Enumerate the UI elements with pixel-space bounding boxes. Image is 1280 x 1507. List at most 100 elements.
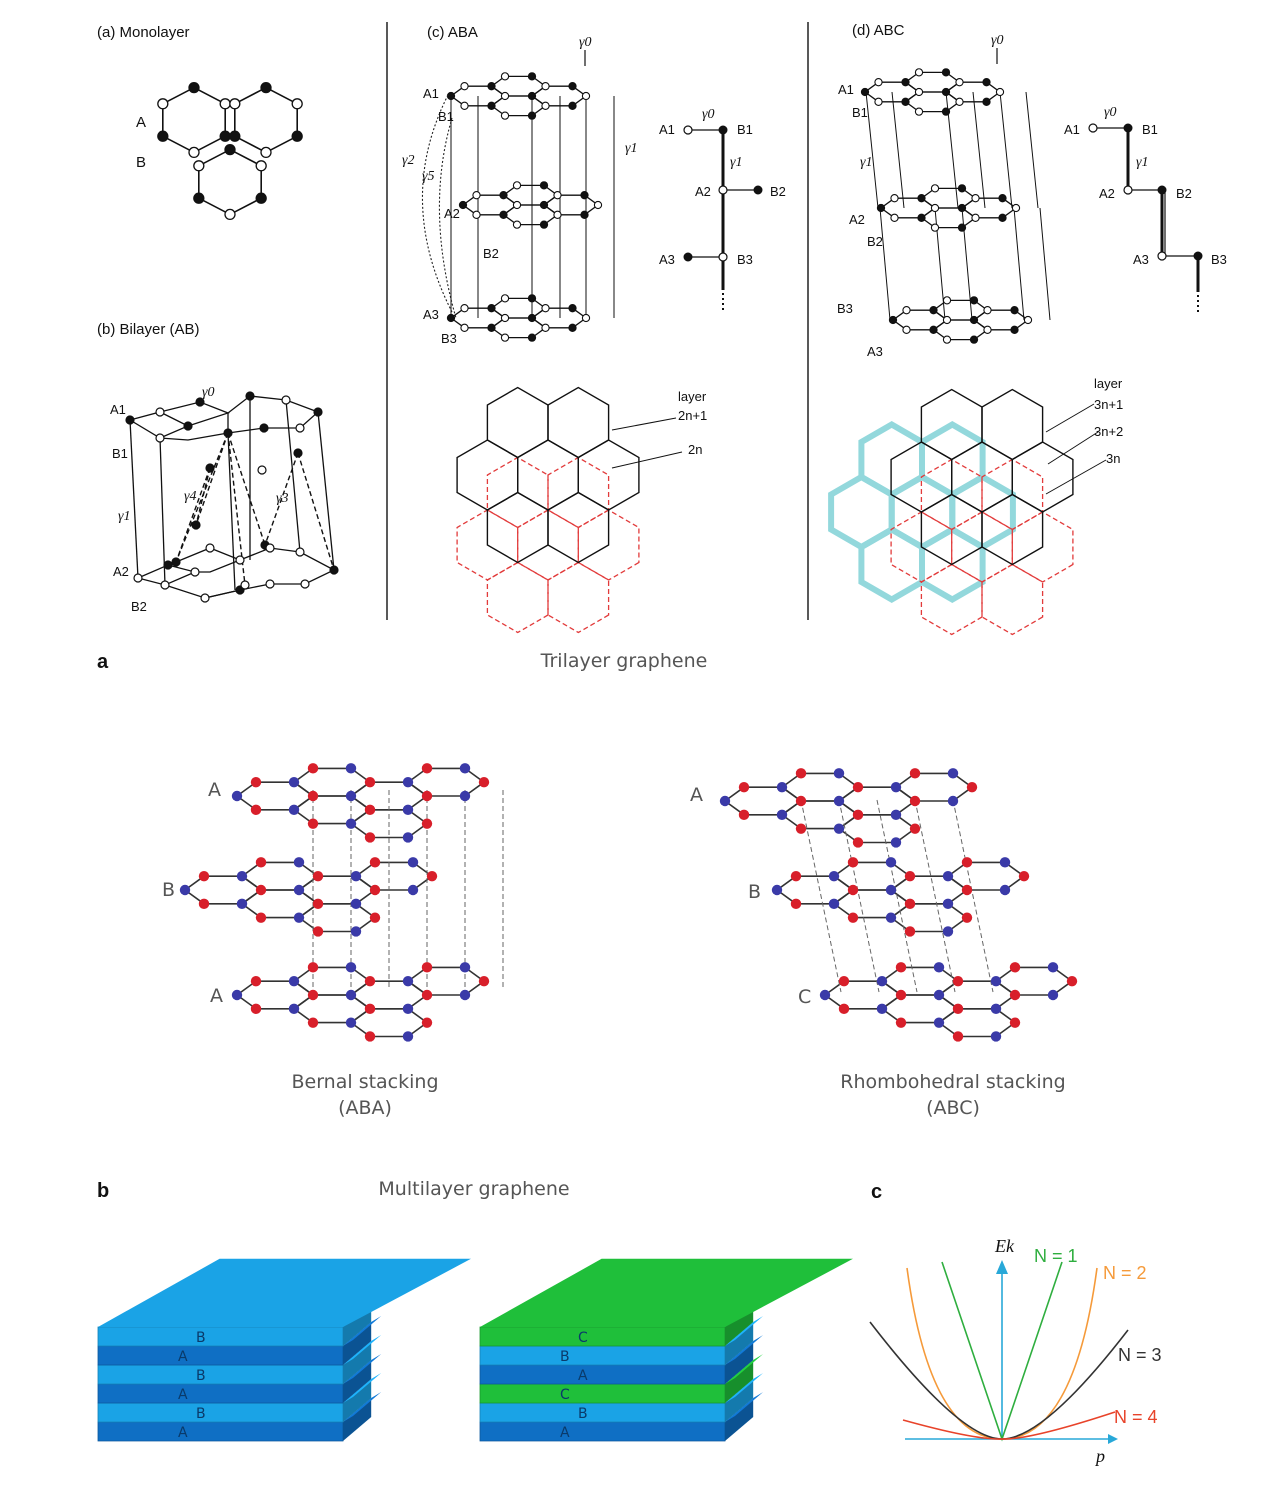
- graphene-atom: [312, 926, 324, 937]
- graphene-atom: [719, 795, 731, 807]
- monolayer-atom: [219, 98, 231, 110]
- abc-atom: [982, 78, 991, 87]
- graphene-atom: [255, 884, 267, 896]
- abc-chain-a1: A1: [1064, 122, 1080, 137]
- abc-atom: [942, 335, 952, 344]
- aba-atom: [527, 91, 537, 101]
- rhombo-mid-hexagon: [889, 902, 969, 933]
- rhombo-caption-1: Rhombohedral stacking: [840, 1071, 1065, 1093]
- abc-top-red-hexagon: [981, 458, 1044, 531]
- rhombo-bottom-hexagon: [994, 966, 1074, 996]
- abc-atom: [890, 213, 899, 222]
- abc-atom: [955, 78, 964, 87]
- monolayer-label-a: A: [136, 114, 146, 131]
- bernal-top-hexagon: [349, 781, 429, 811]
- graphene-atom: [904, 898, 916, 910]
- aba-atom: [487, 323, 496, 332]
- aba-layer1-hexagon: [530, 85, 588, 107]
- graphene-atom: [293, 884, 305, 896]
- panel-a-letter: a: [97, 651, 109, 673]
- monolayer-atom: [157, 130, 169, 142]
- graphene-atom: [790, 870, 802, 882]
- graphene-atom: [795, 823, 807, 834]
- aba-layer1-hexagon: [490, 95, 547, 117]
- monolayer-atom: [291, 130, 303, 142]
- graphene-atom: [838, 1003, 850, 1015]
- graphene-atom: [288, 804, 300, 816]
- aba-dotted-couplings: [421, 94, 457, 319]
- abc-atom: [1010, 306, 1019, 315]
- graphene-atom: [459, 989, 471, 1001]
- abc-atom: [983, 325, 992, 334]
- panel-b-letter: b: [97, 1180, 109, 1202]
- abc-chain-a3: A3: [1133, 252, 1149, 267]
- graphene-atom: [236, 870, 248, 882]
- bilayer-title: (b) Bilayer (AB): [97, 321, 200, 338]
- graphene-atom: [833, 795, 845, 807]
- graphene-atom: [838, 975, 850, 987]
- graphene-atom: [198, 870, 210, 882]
- rhombo-bottom-hexagon: [937, 980, 1017, 1010]
- abc-atom: [998, 194, 1007, 203]
- graphene-atom: [255, 857, 267, 868]
- aba-atom: [487, 101, 496, 110]
- abc-stack-ledge: [725, 1373, 764, 1403]
- aba-atom: [460, 323, 469, 332]
- aba-atom: [581, 91, 591, 101]
- aba-label-a1: A1: [423, 86, 439, 101]
- aba-stack-layer-label: A: [178, 1425, 188, 1441]
- aba-top-red-hexagon: [547, 561, 610, 634]
- graphene-atom: [904, 870, 916, 882]
- abc-layer-label: layer: [1094, 376, 1123, 391]
- abc-layer-3n2: 3n+2: [1094, 424, 1123, 439]
- graphene-atom: [1009, 962, 1021, 973]
- aba-lattice: [446, 72, 615, 342]
- abc-layer1-hexagon: [904, 91, 961, 113]
- graphene-atom: [312, 898, 324, 910]
- bernal-layer-3: A: [210, 985, 223, 1007]
- graphene-atom: [909, 795, 921, 807]
- bernal-bottom-hexagon: [406, 966, 486, 996]
- graphene-atom: [852, 837, 864, 848]
- graphene-atom: [852, 781, 864, 793]
- graphene-atom: [364, 975, 376, 987]
- abc-atom: [971, 194, 980, 203]
- rhombo-caption-2: (ABC): [926, 1097, 980, 1119]
- abc-atom: [1011, 203, 1021, 213]
- abc-chain-gamma0: γ0: [1104, 105, 1117, 120]
- abc-layer3-hexagon: [932, 319, 989, 341]
- abc-title: (d) ABC: [852, 22, 905, 39]
- abc-atom: [917, 213, 926, 222]
- monolayer-lattice: [157, 81, 303, 221]
- graphene-atom: [421, 818, 433, 829]
- graphene-atom: [293, 912, 305, 923]
- monolayer-atom: [229, 130, 241, 142]
- graphene-atom: [852, 809, 864, 821]
- aba-chain: [683, 125, 763, 312]
- bilayer-atoms: [125, 391, 339, 603]
- abc-atom: [890, 194, 899, 203]
- rhombo-bottom-hexagon: [823, 980, 903, 1010]
- abc-stack-ledge: [725, 1354, 764, 1384]
- aba-gamma5: γ5: [422, 169, 435, 184]
- abc-top-red-hexagon: [890, 511, 953, 583]
- graphene-atom: [776, 781, 788, 793]
- graphene-atom: [364, 804, 376, 816]
- graphene-atom: [478, 776, 490, 788]
- aba-stack-layer-side: [343, 1322, 372, 1365]
- graphene-atom: [421, 989, 433, 1001]
- bernal-bottom-hexagon: [292, 966, 372, 996]
- graphene-atom: [933, 962, 945, 973]
- graphene-atom: [833, 768, 845, 779]
- bernal-layer-2: B: [162, 879, 175, 901]
- abc-atom: [1023, 315, 1033, 325]
- dispersion-x-label: p: [1094, 1446, 1105, 1466]
- aba-stack-layer-front: [97, 1326, 344, 1347]
- abc-atom: [969, 296, 979, 305]
- bernal-mid-hexagon: [183, 875, 263, 905]
- aba-atom: [487, 82, 496, 91]
- bernal-caption-2: (ABA): [338, 1097, 392, 1119]
- bilayer-label-b1: B1: [112, 446, 128, 461]
- aba-layer3-hexagon: [490, 297, 547, 319]
- aba-stack-layer-side: [343, 1379, 372, 1422]
